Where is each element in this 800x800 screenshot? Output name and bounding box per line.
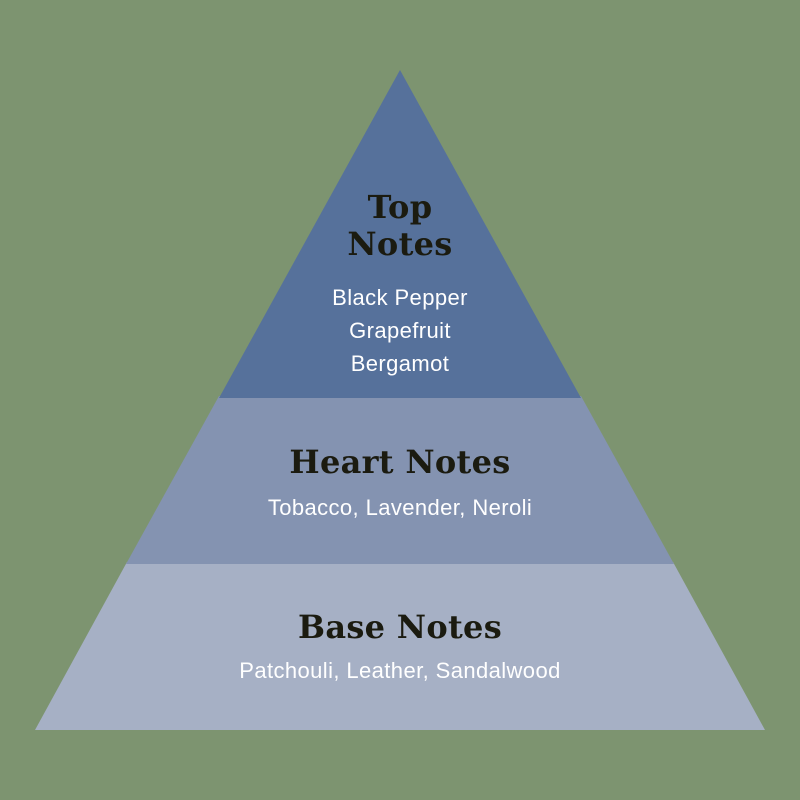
heart-tier-notes: Tobacco, Lavender, Neroli	[267, 495, 533, 520]
base-tier-title: Base Notes	[297, 608, 503, 646]
base-tier-shape	[35, 562, 765, 730]
top-tier-notes: Black Pepper Grapefruit Bergamot	[332, 285, 468, 376]
top-tier-title: Top Notes	[347, 188, 453, 263]
base-tier-notes: Patchouli, Leather, Sandalwood	[239, 658, 561, 683]
heart-tier-title: Heart Notes	[289, 443, 511, 481]
heart-tier-shape	[126, 396, 674, 564]
top-tier-shape	[219, 70, 581, 398]
